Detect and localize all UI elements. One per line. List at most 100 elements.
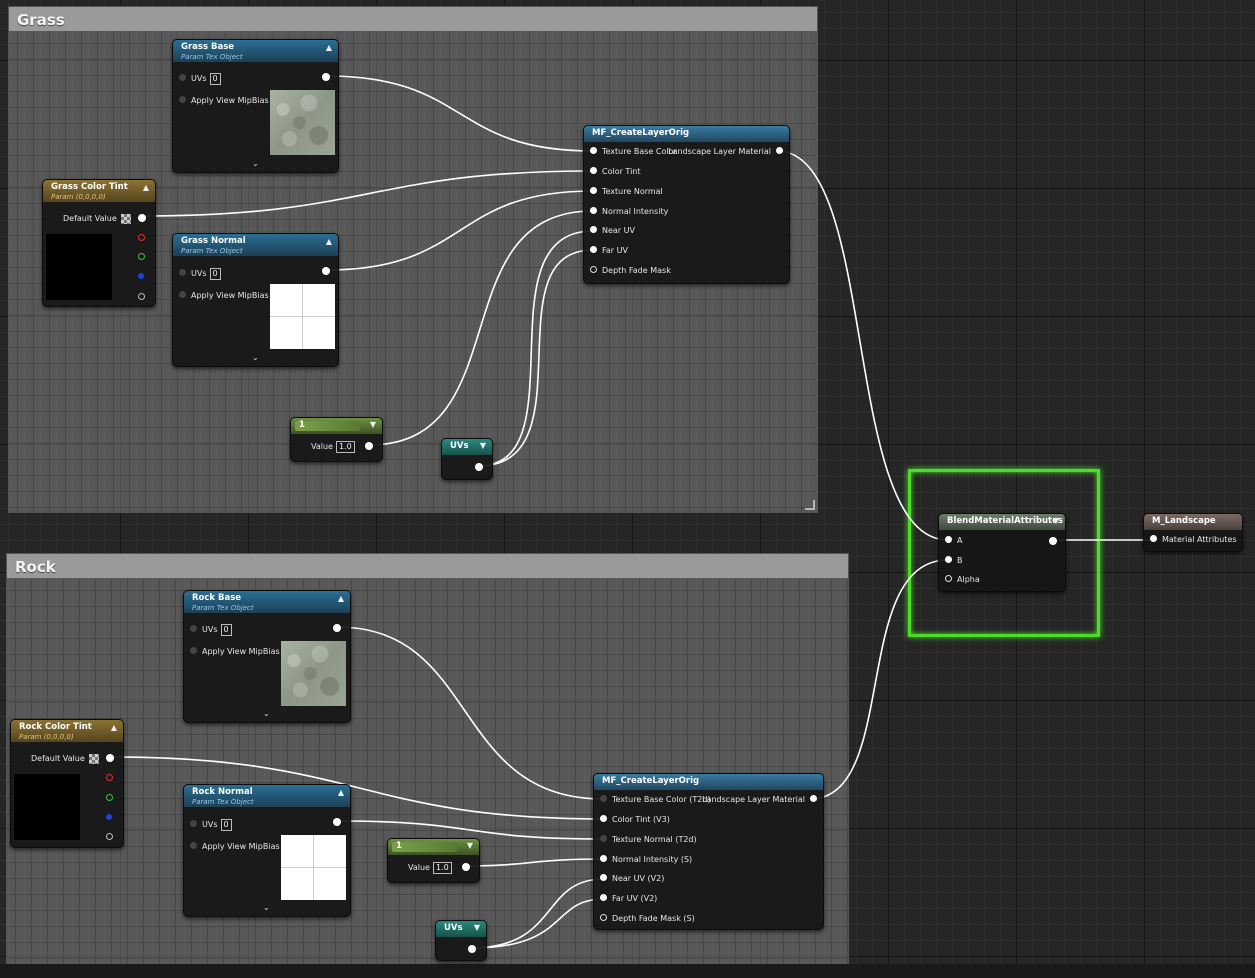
- color-picker-swatch[interactable]: [88, 753, 99, 764]
- output-pin-rgba-icon[interactable]: [106, 754, 114, 762]
- node-header[interactable]: MF_CreateLayerOrig: [584, 126, 789, 142]
- resize-grip-icon[interactable]: [805, 500, 815, 510]
- node-header[interactable]: MF_CreateLayerOrig: [594, 774, 823, 790]
- uvs-value-field[interactable]: 0: [209, 268, 221, 280]
- input-pin-row[interactable]: Texture Normal (T2d): [600, 834, 697, 846]
- value-field[interactable]: 1.0: [432, 862, 452, 874]
- input-pin-icon[interactable]: [945, 536, 952, 543]
- output-pin-icon[interactable]: [1049, 537, 1057, 545]
- rock-color-tint-node[interactable]: Rock Color Tint Param (0,0,0,0) ▲ Defaul…: [10, 719, 124, 848]
- output-pin-a-icon[interactable]: [138, 293, 145, 300]
- input-pin-icon[interactable]: [600, 894, 607, 901]
- input-pin-icon[interactable]: [179, 291, 186, 298]
- input-pin-row[interactable]: Color Tint (V3): [600, 814, 670, 826]
- collapse-chevron-icon[interactable]: ▲: [337, 594, 344, 603]
- output-pin-icon[interactable]: [776, 147, 783, 154]
- output-pin-rgba-icon[interactable]: [138, 214, 146, 222]
- chevron-down-icon[interactable]: ▼: [1052, 516, 1059, 525]
- input-pin-icon[interactable]: [190, 842, 197, 849]
- input-pin-icon[interactable]: [179, 74, 186, 81]
- input-pin-row[interactable]: Depth Fade Mask (S): [600, 913, 695, 925]
- rock-create-layer-node[interactable]: MF_CreateLayerOrig Texture Base Color (T…: [593, 773, 824, 930]
- expand-arrow-icon[interactable]: ⌄: [252, 353, 259, 362]
- input-pin-icon[interactable]: [190, 820, 197, 827]
- input-pin-row[interactable]: Far UV (V2): [600, 893, 657, 905]
- node-header[interactable]: Rock Color Tint Param (0,0,0,0) ▲: [11, 720, 123, 742]
- input-pin-icon[interactable]: [600, 795, 607, 802]
- input-pin-row[interactable]: Texture Base Color: [590, 146, 677, 158]
- mip-bias-pin-row[interactable]: Apply View MipBias: [190, 646, 280, 658]
- uvs-value-field[interactable]: 0: [209, 73, 221, 85]
- output-pin-g-icon[interactable]: [106, 794, 113, 801]
- expand-arrow-icon[interactable]: ⌄: [263, 903, 270, 912]
- comment-title-rock[interactable]: Rock: [7, 554, 848, 578]
- node-header[interactable]: Rock Base Param Tex Object ▲: [184, 591, 350, 613]
- material-output-node[interactable]: M_Landscape Material Attributes: [1143, 513, 1243, 552]
- node-header[interactable]: Grass Normal Param Tex Object ▲: [173, 234, 338, 256]
- input-pin-icon[interactable]: [945, 575, 952, 582]
- input-pin-icon[interactable]: [590, 207, 597, 214]
- texture-thumbnail[interactable]: [281, 641, 346, 706]
- collapse-chevron-icon[interactable]: ▲: [325, 237, 332, 246]
- default-value-row[interactable]: Default Value: [63, 213, 131, 225]
- node-header[interactable]: 1 ▼: [388, 839, 479, 855]
- node-header[interactable]: 1 ▼: [291, 418, 382, 434]
- node-header[interactable]: UVs ▼: [436, 921, 486, 937]
- input-pin-row[interactable]: B: [945, 555, 963, 567]
- node-header[interactable]: UVs ▼: [442, 439, 492, 455]
- node-header[interactable]: Grass Color Tint Param (0,0,0,0) ▲: [43, 180, 155, 202]
- input-pin-icon[interactable]: [600, 855, 607, 862]
- input-pin-row[interactable]: Near UV: [590, 225, 635, 237]
- chevron-down-icon[interactable]: ▼: [473, 923, 480, 932]
- input-pin-icon[interactable]: [590, 187, 597, 194]
- output-pin-b-icon[interactable]: [106, 814, 112, 820]
- input-pin-row[interactable]: Depth Fade Mask: [590, 265, 671, 277]
- output-pin-g-icon[interactable]: [138, 253, 145, 260]
- input-pin-row[interactable]: Material Attributes: [1150, 534, 1237, 546]
- input-pin-row[interactable]: Color Tint: [590, 166, 641, 178]
- input-pin-row[interactable]: A: [945, 535, 962, 547]
- output-pin-b-icon[interactable]: [138, 273, 144, 279]
- rock-uvs-node[interactable]: UVs ▼: [435, 920, 487, 961]
- color-picker-swatch[interactable]: [120, 213, 131, 224]
- output-pin-r-icon[interactable]: [138, 234, 145, 241]
- collapse-chevron-icon[interactable]: ▲: [325, 43, 332, 52]
- output-pin-a-icon[interactable]: [106, 833, 113, 840]
- uvs-value-field[interactable]: 0: [220, 624, 232, 636]
- default-value-row[interactable]: Default Value: [31, 753, 99, 765]
- node-header[interactable]: Rock Normal Param Tex Object ▲: [184, 785, 350, 807]
- output-pin-icon[interactable]: [365, 442, 373, 450]
- input-pin-row[interactable]: Texture Base Color (T2d): [600, 794, 711, 806]
- grass-uvs-node[interactable]: UVs ▼: [441, 438, 493, 480]
- blend-material-attributes-node[interactable]: BlendMaterialAttributes ▼ A B Alpha: [938, 513, 1066, 592]
- chevron-down-icon[interactable]: ▼: [369, 420, 376, 429]
- input-pin-icon[interactable]: [590, 266, 597, 273]
- mip-bias-pin-row[interactable]: Apply View MipBias: [179, 290, 269, 302]
- chevron-down-icon[interactable]: ▼: [479, 441, 486, 450]
- input-pin-icon[interactable]: [600, 874, 607, 881]
- output-pin-row[interactable]: Landscape Layer Material: [668, 146, 783, 158]
- grass-create-layer-node[interactable]: MF_CreateLayerOrig Texture Base Color La…: [583, 125, 790, 284]
- input-pin-icon[interactable]: [600, 815, 607, 822]
- comment-title-grass[interactable]: Grass: [9, 7, 817, 31]
- input-pin-row[interactable]: Texture Normal: [590, 186, 663, 198]
- input-pin-row[interactable]: Normal Intensity (S): [600, 854, 692, 866]
- expand-arrow-icon[interactable]: ⌄: [252, 159, 259, 168]
- output-pin-r-icon[interactable]: [106, 774, 113, 781]
- output-pin-icon[interactable]: [810, 795, 817, 802]
- collapse-chevron-icon[interactable]: ▲: [337, 788, 344, 797]
- chevron-down-icon[interactable]: ▼: [466, 841, 473, 850]
- texture-thumbnail[interactable]: [270, 284, 335, 349]
- value-slider[interactable]: [295, 421, 360, 431]
- input-pin-row[interactable]: Normal Intensity: [590, 206, 668, 218]
- output-pin-icon[interactable]: [468, 945, 476, 953]
- value-field[interactable]: 1.0: [335, 441, 355, 453]
